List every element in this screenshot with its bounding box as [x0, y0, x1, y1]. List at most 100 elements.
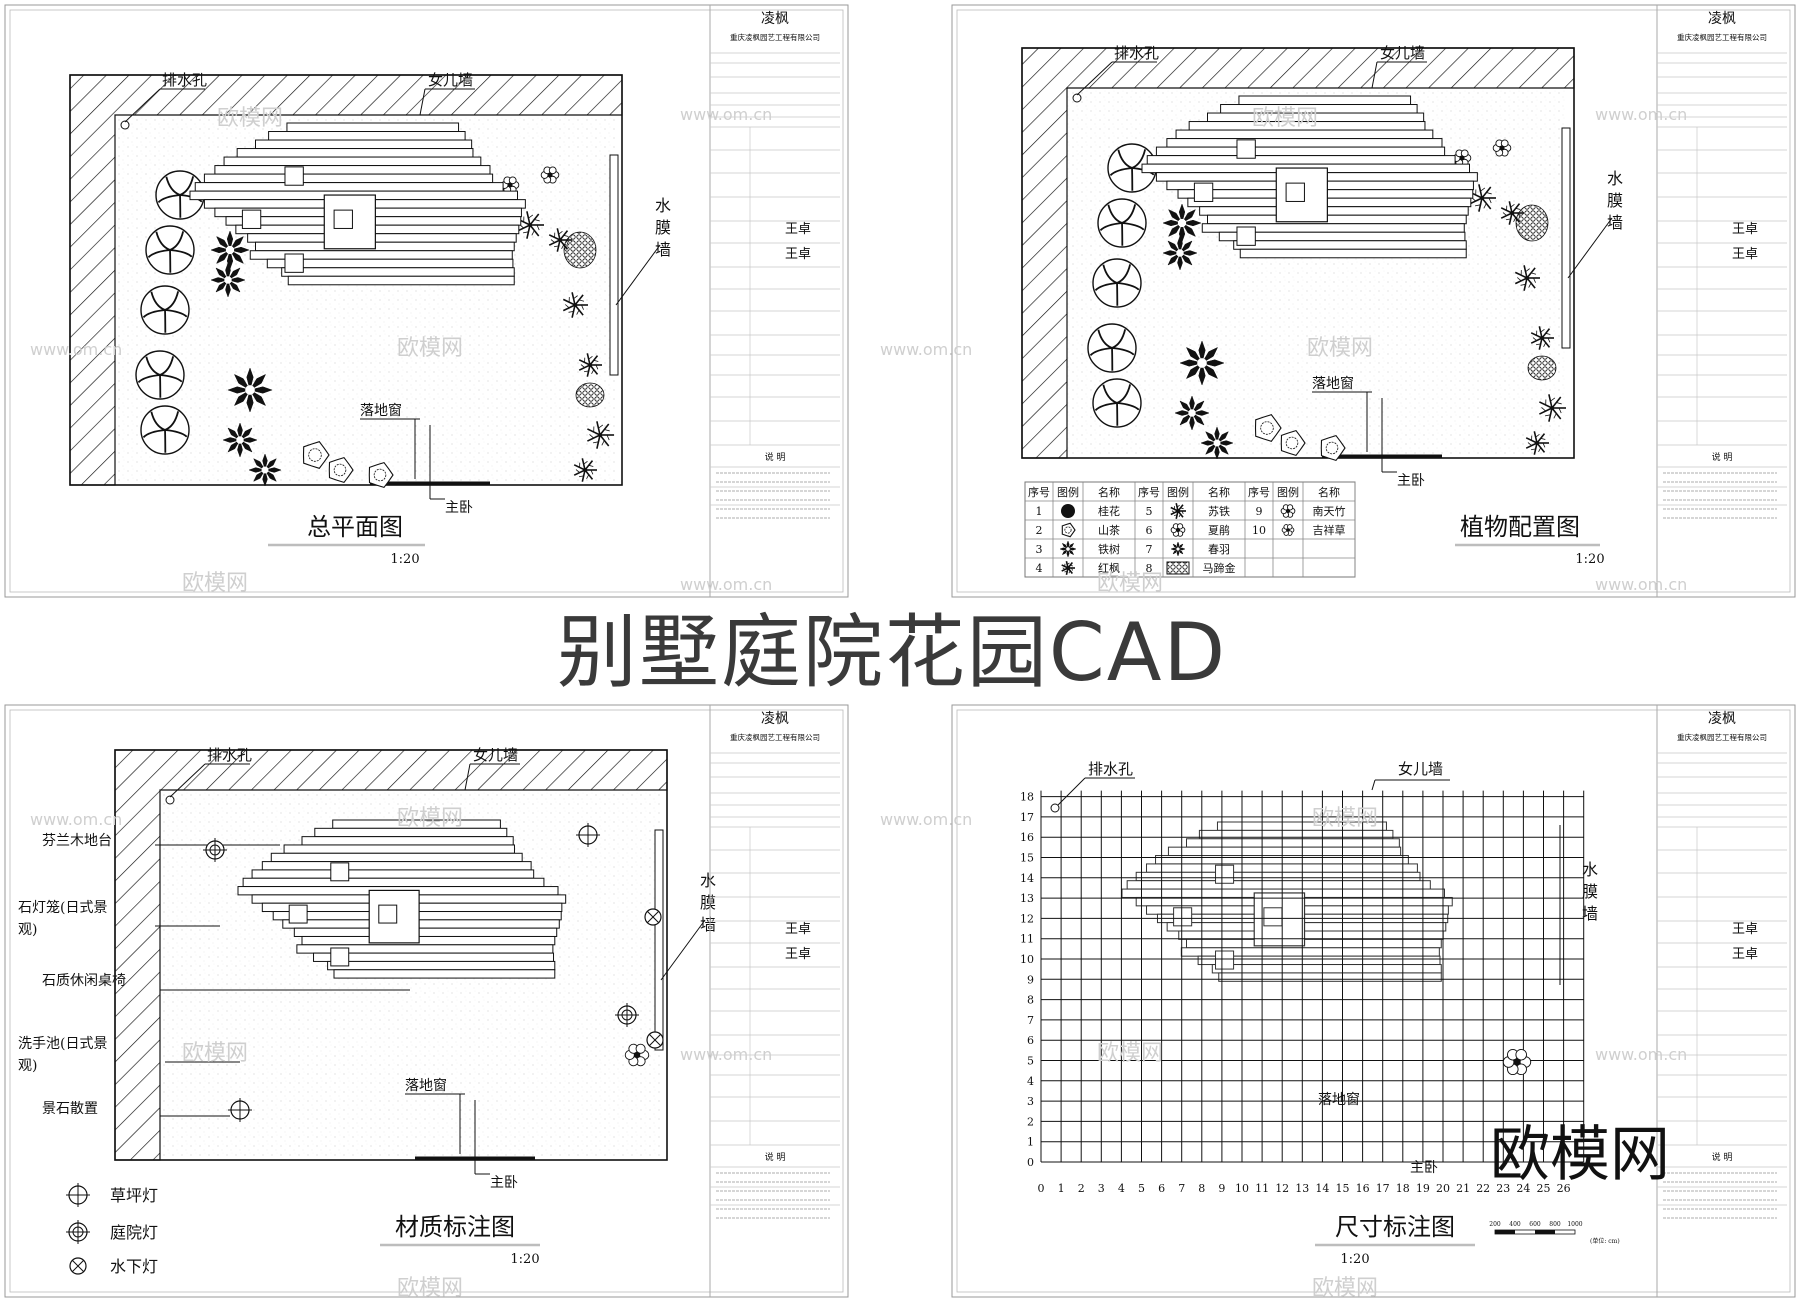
grid-y-tick: 11 [1020, 933, 1034, 946]
stone-stool [378, 904, 398, 924]
watermark-text: 欧模网 [397, 1276, 463, 1301]
designer-name: 王卓 [1732, 222, 1758, 237]
watermark-url: www.om.cn [30, 810, 122, 829]
garden-light-icon [615, 1003, 639, 1027]
stone-stool [284, 253, 304, 273]
shrub-cloud-symbol [1320, 434, 1346, 462]
shrub-cloud-symbol [1254, 414, 1282, 442]
legend-label: 庭院灯 [110, 1223, 158, 1242]
window-label: 落地窗 [1312, 375, 1354, 392]
deck-board [1146, 155, 1456, 165]
drawer-name: 王卓 [1732, 247, 1758, 262]
watermark-text: 欧模网 [1312, 806, 1378, 831]
water-wall-label: 水 [1582, 860, 1598, 879]
grid-y-tick: 4 [1027, 1075, 1034, 1088]
panel-scale: 1:20 [1340, 1252, 1369, 1267]
water-wall-label: 水 [1607, 169, 1623, 188]
material-label: 石质休闲桌椅 [42, 973, 126, 989]
watermark-text: 欧模网 [1312, 1276, 1378, 1301]
plant-table-header: 序号 [1138, 485, 1160, 499]
shrub-cloud-symbol [328, 456, 354, 484]
leader-line [1567, 217, 1613, 279]
material-label: 洗手池(日式景 [18, 1036, 107, 1052]
water-wall-label: 墙 [1607, 213, 1623, 232]
tree-symbol [1092, 378, 1142, 428]
garden-light-icon [66, 1220, 90, 1244]
water-wall-label: 水 [655, 196, 671, 215]
plant-number: 6 [1146, 524, 1153, 537]
deck-board [1166, 922, 1447, 932]
water-wall-label: 膜 [655, 218, 671, 237]
palm-symbol [1525, 431, 1549, 455]
lawn-light-icon [66, 1183, 90, 1207]
panel-scale: 1:20 [1575, 552, 1604, 567]
grid-x-tick: 0 [1038, 1182, 1045, 1195]
deck-board [1126, 880, 1431, 890]
deck-board [1186, 838, 1400, 848]
grid-x-tick: 2 [1078, 1182, 1085, 1195]
watermark-url: www.om.cn [680, 1045, 772, 1064]
shrub-symbol [1162, 235, 1198, 271]
shrub-symbol [1162, 203, 1202, 243]
leader-line [1371, 779, 1376, 791]
company-name: 重庆凌枫园艺工程有限公司 [1677, 32, 1767, 42]
deck-board [236, 148, 474, 158]
panel-general-plan: 排水孔女儿墙水膜墙落地窗主卧凌枫重庆凌枫园艺工程有限公司王卓王卓说 明总平面图1… [69, 5, 840, 597]
grid-x-tick: 24 [1516, 1182, 1530, 1195]
designer-name: 王卓 [785, 222, 811, 237]
palm-symbol [1539, 394, 1566, 422]
shrub-symbol [1174, 395, 1210, 431]
grid-y-tick: 2 [1027, 1115, 1034, 1128]
window-label: 落地窗 [360, 402, 402, 419]
deck-board [1187, 197, 1472, 208]
legend-label: 水下灯 [110, 1257, 158, 1276]
plant-number: 7 [1146, 543, 1153, 556]
parapet-label: 女儿墙 [428, 71, 473, 89]
grid-y-tick: 3 [1027, 1095, 1034, 1108]
deck-board [255, 139, 473, 150]
drain-hole [120, 120, 130, 130]
tree-symbol [1087, 323, 1137, 373]
flower-symbol [540, 166, 560, 184]
grid-x-tick: 11 [1255, 1182, 1269, 1195]
gravel-patch [1527, 355, 1557, 381]
tree-symbol [145, 225, 195, 275]
drain-label: 排水孔 [162, 71, 207, 89]
watermark-text: 欧模网 [397, 336, 463, 361]
plant-name: 南天竹 [1313, 504, 1346, 518]
legend-label: 草坪灯 [110, 1186, 158, 1205]
grid-y-tick: 18 [1020, 791, 1034, 804]
leader-line [169, 763, 206, 798]
plant-table-header: 名称 [1318, 485, 1340, 499]
grid-y-tick: 8 [1027, 994, 1034, 1007]
grid-x-tick: 3 [1098, 1182, 1105, 1195]
notes-heading: 说 明 [765, 1151, 786, 1163]
stone-stool [1236, 226, 1256, 246]
palm-symbol [573, 458, 597, 482]
deck-board [327, 960, 556, 971]
palm-symbol [1061, 560, 1075, 576]
watermark-url: www.om.cn [680, 105, 772, 124]
grid-x-tick: 14 [1315, 1182, 1329, 1195]
material-label: 芬兰木地台 [42, 833, 112, 849]
drain-hole [165, 795, 175, 805]
stone-stool [1215, 864, 1235, 884]
deck-board [1155, 146, 1446, 157]
panel-inner-frame [956, 709, 1791, 1293]
grid-x-tick: 25 [1537, 1182, 1551, 1195]
panel-scale: 1:20 [510, 1252, 539, 1267]
deck-board [287, 275, 515, 286]
drawer-name: 王卓 [785, 947, 811, 962]
palm-symbol [1514, 265, 1540, 291]
grid-y-tick: 0 [1027, 1156, 1034, 1169]
plant-name: 苏铁 [1208, 505, 1230, 518]
grid-y-tick: 5 [1027, 1055, 1034, 1068]
gravel-patch [1515, 204, 1549, 242]
palm-symbol [1530, 326, 1554, 350]
grid-x-tick: 15 [1336, 1182, 1350, 1195]
watermark-text: 欧模网 [182, 571, 248, 596]
company-logo: 凌枫 [1708, 11, 1736, 27]
grid-x-tick: 18 [1396, 1182, 1410, 1195]
